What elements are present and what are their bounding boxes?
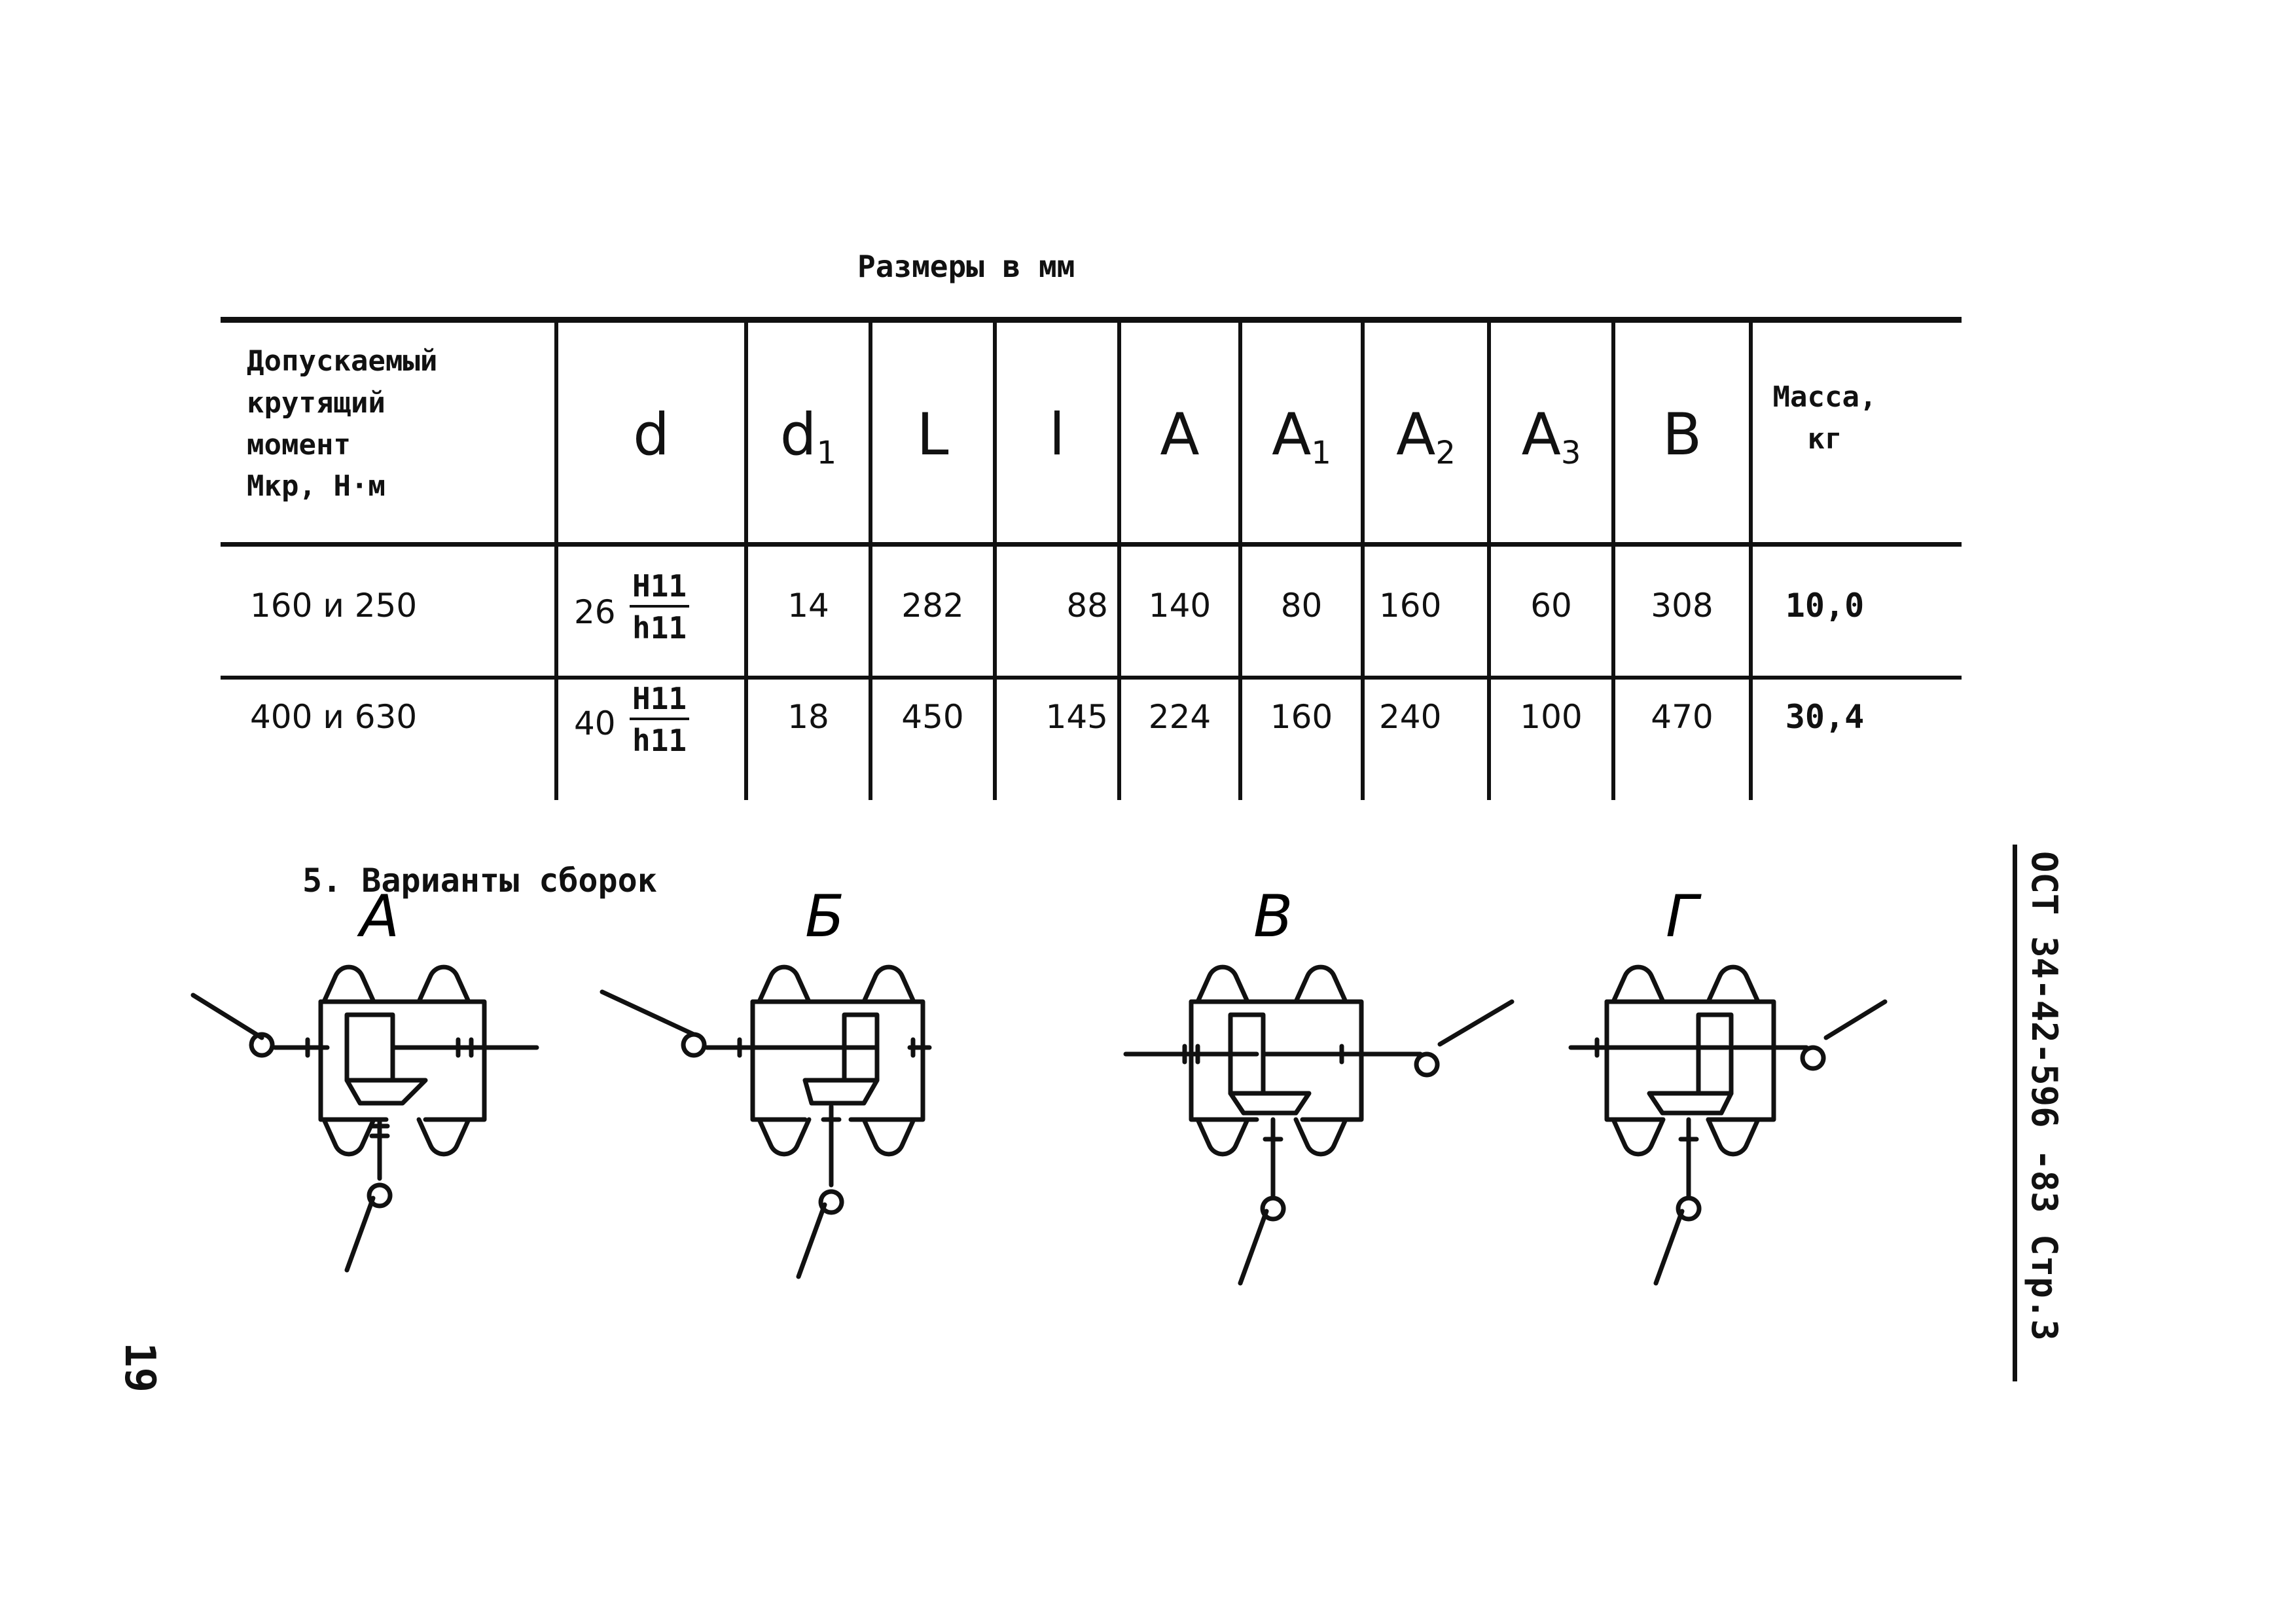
- row1-torque: 160 и 250: [250, 587, 418, 625]
- header-A: A: [1121, 406, 1238, 484]
- header-A-base: A: [1160, 401, 1200, 468]
- torque-header: Допускаемый крутящий момент Мкр, Н·м: [247, 340, 437, 507]
- header-A1-base: A: [1272, 401, 1312, 468]
- header-l-base: l: [1049, 401, 1066, 468]
- torque-header-line: момент: [247, 428, 351, 462]
- row2-d1: 18: [787, 698, 829, 736]
- col-rule: [1361, 322, 1365, 800]
- row2-A3: 100: [1520, 698, 1583, 736]
- header-L-base: L: [916, 401, 949, 468]
- header-A3-sub: 3: [1560, 435, 1581, 471]
- variant-label-v: В: [1253, 883, 1293, 950]
- col-rule: [1611, 322, 1615, 800]
- row2-d-fit-bottom: h11: [632, 723, 687, 758]
- table-caption: Размеры в мм: [857, 249, 1075, 284]
- header-A2-base: A: [1396, 401, 1436, 468]
- torque-header-line: Мкр, Н·м: [247, 469, 386, 503]
- row1-B: 308: [1651, 587, 1713, 625]
- mass-header: Масса, кг: [1753, 376, 1897, 460]
- page-number: 19: [115, 1342, 164, 1393]
- col-rule: [1238, 322, 1242, 800]
- header-d1-sub: 1: [816, 435, 837, 471]
- row1-L: 282: [901, 587, 964, 625]
- variant-label-a: А: [357, 883, 399, 950]
- col-rule: [744, 322, 748, 800]
- header-A2-sub: 2: [1435, 435, 1456, 471]
- col-rule: [869, 322, 872, 800]
- col-rule: [993, 322, 997, 800]
- row2-torque: 400 и 630: [250, 698, 418, 736]
- assembly-diagram-b: Б: [600, 883, 932, 1279]
- row2-A: 224: [1148, 698, 1211, 736]
- assembly-diagram-g: Г: [1568, 883, 1888, 1286]
- row1-l: 88: [1066, 587, 1108, 625]
- torque-header-line: крутящий: [247, 386, 386, 420]
- header-L: L: [872, 406, 993, 484]
- variant-label-b: Б: [805, 883, 844, 950]
- row1-d-fit-top: H11: [630, 568, 690, 608]
- variant-label-g: Г: [1666, 883, 1702, 950]
- row1-A: 140: [1148, 587, 1211, 625]
- header-B-base: B: [1662, 401, 1702, 468]
- header-A2: A2: [1365, 406, 1487, 484]
- side-rule: [2013, 845, 2017, 1381]
- document-designation: ОСТ 34-42-596 -83 Стр.3: [2024, 851, 2065, 1341]
- row2-d-value: 40: [574, 704, 616, 742]
- header-d1: d1: [748, 406, 869, 484]
- col-rule: [554, 322, 558, 800]
- row2-d-fit: H11 h11: [630, 681, 690, 758]
- col-rule: [1749, 322, 1753, 800]
- row2-mass: 30,4: [1785, 698, 1865, 736]
- table-top-rule: [221, 317, 1962, 323]
- header-d: d: [558, 406, 744, 484]
- row1-d-fit: H11 h11: [630, 568, 690, 646]
- header-d-base: d: [633, 401, 670, 468]
- torque-header-line: Допускаемый: [247, 344, 438, 378]
- assembly-diagram-a: А: [190, 883, 539, 1273]
- row1-d-value: 26: [574, 593, 616, 631]
- header-B: B: [1615, 406, 1749, 484]
- row2-A1: 160: [1270, 698, 1333, 736]
- table-header-rule: [221, 542, 1962, 547]
- header-A1: A1: [1242, 406, 1361, 484]
- row1-d1: 14: [787, 587, 829, 625]
- row1-A3: 60: [1530, 587, 1572, 625]
- mass-header-line: Масса,: [1772, 380, 1877, 414]
- header-A1-sub: 1: [1311, 435, 1331, 471]
- dimensions-table: Допускаемый крутящий момент Мкр, Н·м d d…: [221, 314, 1962, 812]
- col-rule: [1117, 322, 1121, 800]
- mass-header-line: кг: [1807, 422, 1842, 456]
- header-A3: A3: [1491, 406, 1611, 484]
- row1-A2: 160: [1379, 587, 1442, 625]
- row1-mass: 10,0: [1785, 587, 1865, 625]
- col-rule: [1487, 322, 1491, 800]
- table-row-rule: [221, 676, 1962, 680]
- row1-A1: 80: [1280, 587, 1323, 625]
- row2-B: 470: [1651, 698, 1713, 736]
- header-d1-base: d: [780, 401, 817, 468]
- header-l: l: [997, 406, 1117, 484]
- row2-d-fit-top: H11: [630, 681, 690, 720]
- assembly-diagram-v: В: [1123, 883, 1515, 1286]
- row2-L: 450: [901, 698, 964, 736]
- header-A3-base: A: [1521, 401, 1561, 468]
- row1-d-fit-bottom: h11: [632, 610, 687, 646]
- section-title: 5. Варианты сборок: [302, 862, 657, 900]
- row2-l: 145: [1045, 698, 1108, 736]
- row2-A2: 240: [1379, 698, 1442, 736]
